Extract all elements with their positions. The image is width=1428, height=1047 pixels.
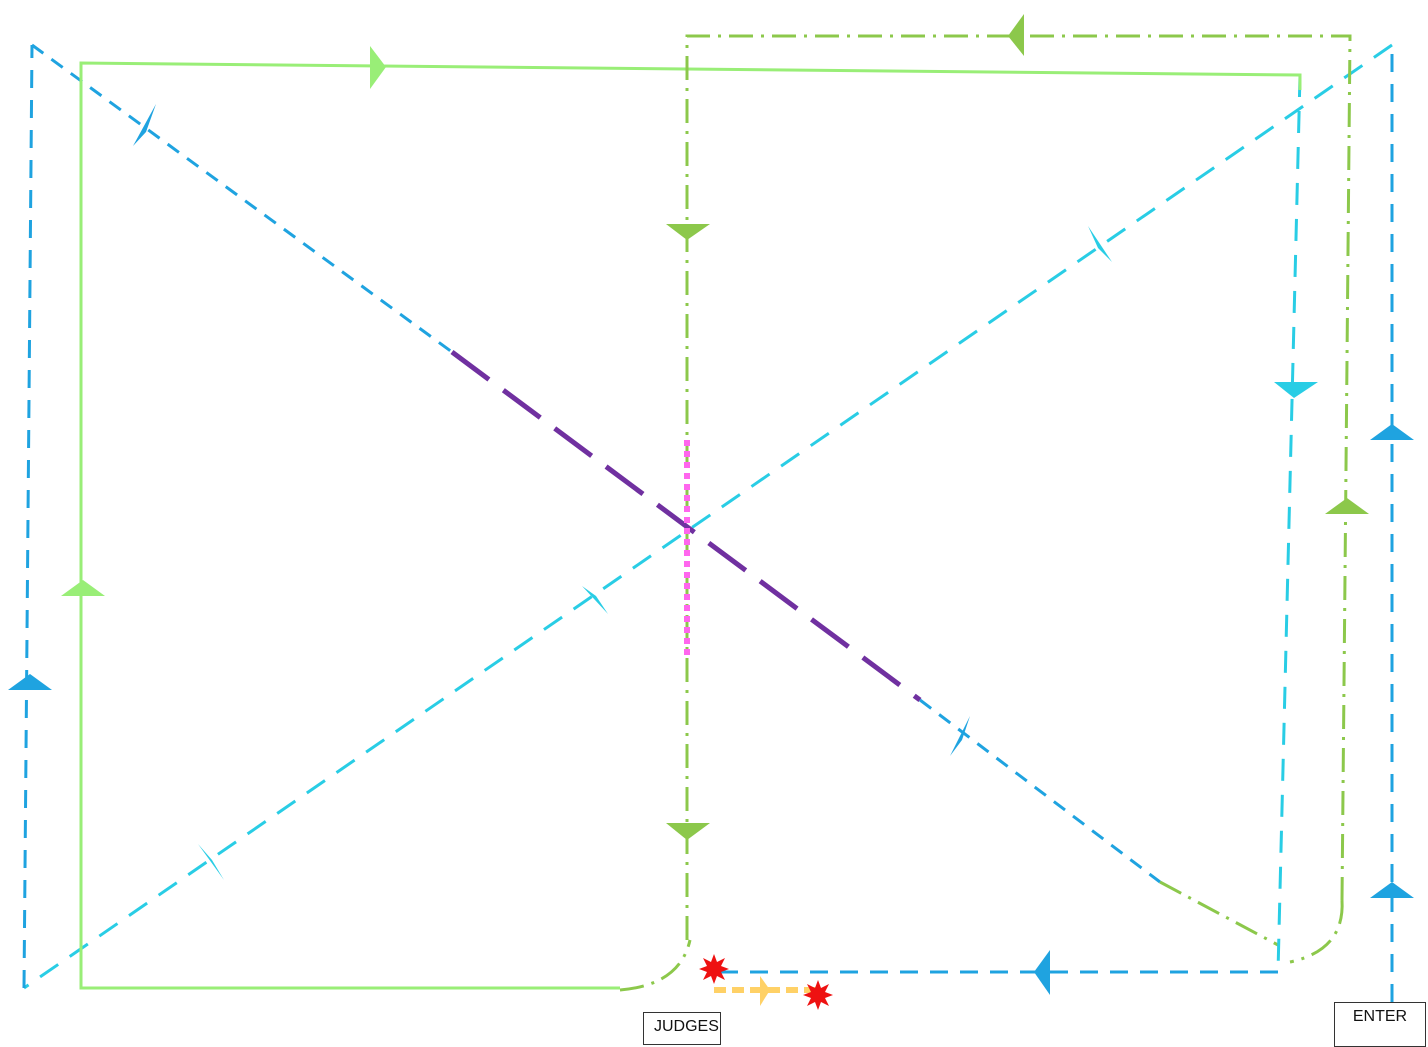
red-star-icon [699,954,729,984]
arrowhead-icon [8,674,52,690]
arrowhead-icon [1370,424,1414,440]
arrowhead-icon [133,104,156,146]
judges-label: JUDGES [643,1012,721,1045]
diagonal-top-left-to-center [31,43,453,354]
outer-blue-route [22,43,1394,1002]
arrowhead-icon [1274,382,1318,398]
direction-arrows [8,14,1414,1006]
arrowhead-icon [666,823,710,840]
olive-green-path [685,34,1352,940]
diagonal-right-to-bottom-left [23,43,1393,990]
arrowhead-icon [666,224,710,240]
light-green-route [79,61,1302,992]
arrowhead-icon [61,580,105,596]
arrowhead-icon [1008,14,1024,56]
arrowhead-icon [1325,498,1369,514]
purple-diagonal-segment [450,349,922,703]
arrowhead-icon [370,46,386,89]
arrowhead-icon [1370,882,1414,898]
enter-label: ENTER [1334,1002,1426,1047]
arrowhead-icon [582,586,608,614]
red-star-icon [803,980,833,1010]
diagonal-center-to-bottom-right [919,698,1161,884]
left-side-up [22,44,34,989]
light-green-loop [79,61,1302,990]
arrowhead-icon [1088,226,1112,262]
olive-corner-connector [1159,880,1279,947]
olive-green-route [685,34,1352,964]
start-finish-markers [699,954,833,1010]
arrowhead-icon [950,716,970,756]
arrowhead-icon [198,844,224,880]
arrowhead-icon [1034,950,1050,995]
light-green-corner [619,939,692,992]
arrowhead-icon [760,976,770,1006]
olive-green-bottom-corner [1289,899,1344,964]
cyan-right-inner-line [1276,74,1302,973]
